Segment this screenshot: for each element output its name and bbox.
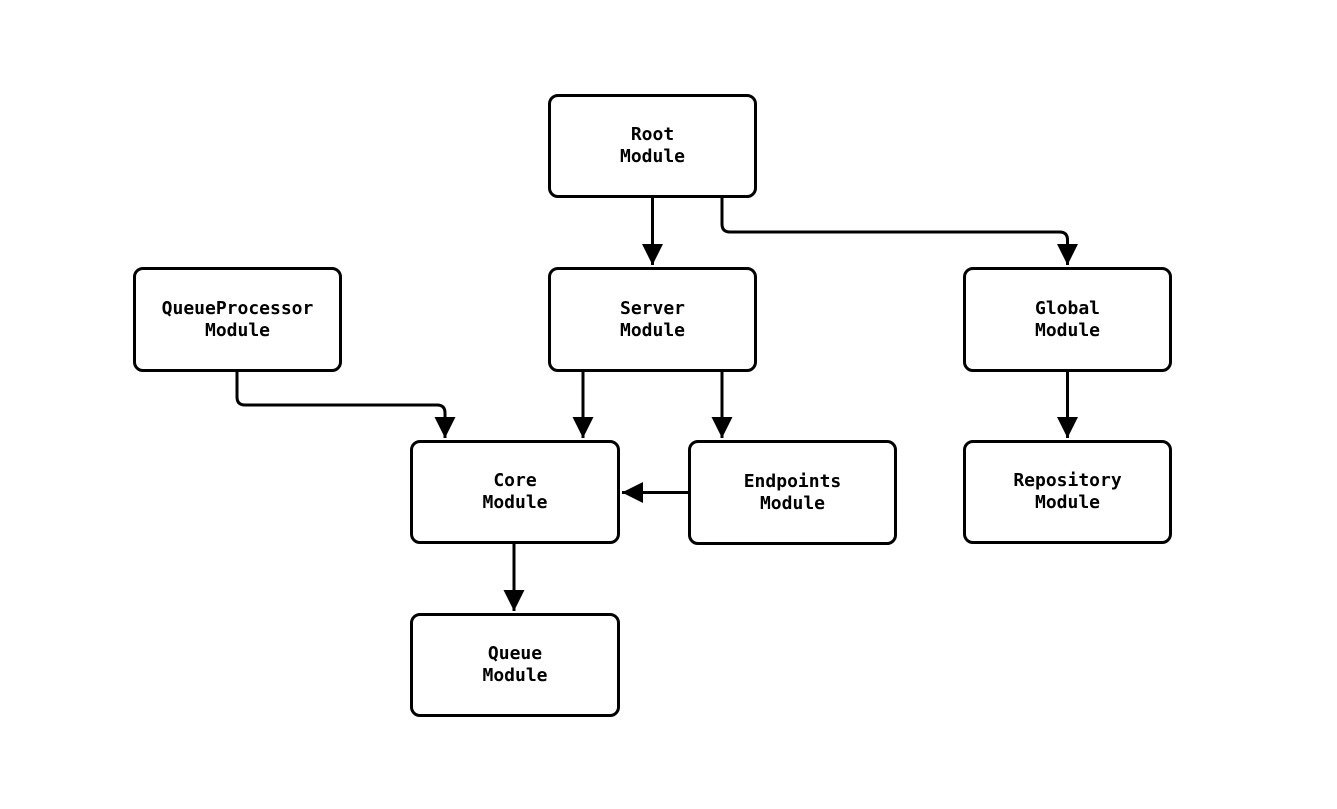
node-queueprocessor-module-label: QueueProcessor Module [161, 297, 314, 341]
node-queue-module: Queue Module [410, 613, 620, 717]
node-root-module-label: Root Module [619, 124, 686, 167]
node-core-module: Core Module [410, 440, 620, 544]
node-root-module: Root Module [548, 94, 757, 198]
edge-root-to-global [720, 197, 1078, 265]
edge-queueprocessor-to-core [235, 372, 456, 438]
node-server-module-label: Server Module [619, 297, 686, 341]
node-server-module: Server Module [548, 267, 757, 372]
node-queueprocessor-module: QueueProcessor Module [133, 267, 342, 372]
node-endpoints-module: Endpoints Module [688, 440, 897, 545]
node-global-module: Global Module [963, 267, 1172, 372]
node-endpoints-module-label: Endpoints Module [743, 470, 842, 514]
node-repository-module-label: Repository Module [1013, 470, 1122, 513]
node-core-module-label: Core Module [482, 470, 548, 513]
node-queue-module-label: Queue Module [482, 643, 548, 686]
node-global-module-label: Global Module [1034, 297, 1101, 341]
node-repository-module: Repository Module [963, 440, 1172, 544]
